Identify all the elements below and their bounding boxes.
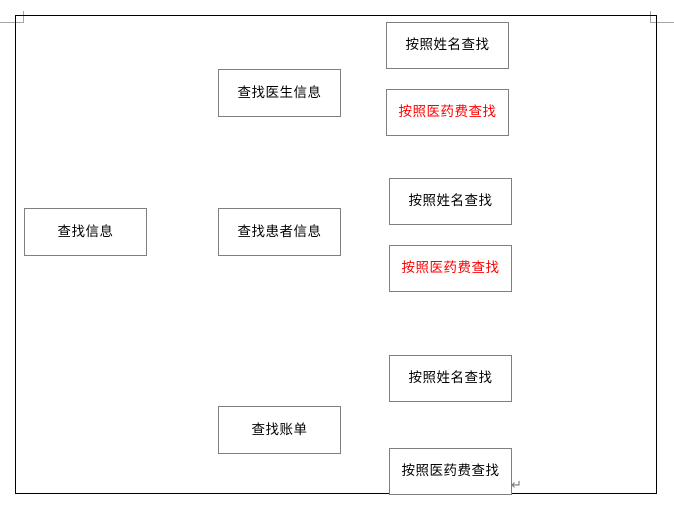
margin-guide-horizontal-line xyxy=(0,22,24,23)
diagram-node-leaf-doctor-by-fee[interactable]: 按照医药费查找 xyxy=(386,89,509,136)
margin-guide-horizontal-line xyxy=(650,22,674,23)
diagram-node-leaf-doctor-by-name[interactable]: 按照姓名查找 xyxy=(386,22,509,69)
paragraph-mark-icon: ↵ xyxy=(511,478,522,493)
margin-guide-top-left xyxy=(0,11,24,23)
margin-guide-vertical-line xyxy=(23,11,24,23)
diagram-node-branch-bill[interactable]: 查找账单 xyxy=(218,406,341,454)
diagram-node-branch-patient[interactable]: 查找患者信息 xyxy=(218,208,341,256)
diagram-node-leaf-patient-by-fee[interactable]: 按照医药费查找 xyxy=(389,245,512,292)
margin-guide-vertical-line xyxy=(650,11,651,23)
diagram-node-leaf-bill-by-fee[interactable]: 按照医药费查找 xyxy=(389,448,512,495)
diagram-node-leaf-bill-by-name[interactable]: 按照姓名查找 xyxy=(389,355,512,402)
diagram-node-leaf-patient-by-name[interactable]: 按照姓名查找 xyxy=(389,178,512,225)
page-border xyxy=(15,15,657,494)
margin-guide-top-right xyxy=(650,11,674,23)
diagram-node-root[interactable]: 查找信息 xyxy=(24,208,147,256)
diagram-node-branch-doctor[interactable]: 查找医生信息 xyxy=(218,69,341,117)
